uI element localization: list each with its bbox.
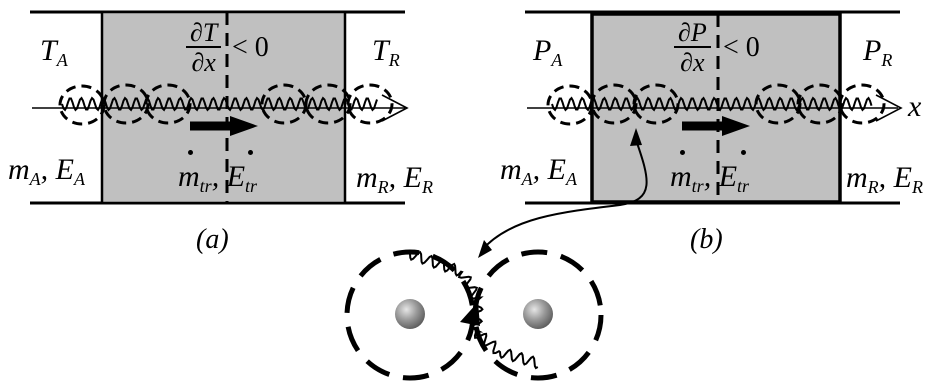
particle-right: [523, 299, 553, 329]
panel-a-gradient-rel: < 0: [232, 32, 269, 63]
panel-b-caption: (b): [690, 224, 723, 255]
panel-b-left-mass-energy: mA, EA: [500, 153, 577, 189]
wave-line: [61, 96, 378, 112]
panel-b-mass-rate-dot: [680, 150, 685, 155]
panel-a-energy-rate-dot: [248, 150, 253, 155]
zoom-connector: [481, 139, 648, 251]
collision-detail: [344, 249, 604, 381]
wave-line: [551, 96, 873, 112]
zoom-connector-arrowhead-bottom: [478, 240, 492, 258]
panel-b-axis-label: x: [908, 90, 922, 123]
panel-b: [478, 10, 903, 258]
panel-b-left-pressure: PA: [533, 34, 563, 70]
flux-arrow-head: [722, 116, 750, 136]
panel-b-right-pressure: PR: [863, 34, 893, 70]
panel-b-gradient: ∂P∂x: [674, 20, 711, 76]
panel-b-gradient-rel: < 0: [723, 32, 760, 63]
panel-a-gradient: ∂T∂x: [186, 20, 222, 76]
zoom-connector-arrowhead-top: [630, 128, 642, 146]
molecule-circles: [58, 83, 394, 126]
panel-a-right-temperature: TR: [372, 34, 400, 70]
panel-a-mass-rate-dot: [188, 150, 193, 155]
particle-left: [395, 299, 425, 329]
panel-a: [30, 10, 409, 205]
panel-a-caption: (a): [196, 224, 229, 255]
panel-a-flux-label: mtr, Etr: [178, 160, 258, 196]
panel-b-energy-rate-dot: [741, 150, 746, 155]
collision-wave: [409, 250, 539, 370]
collision-arrowhead: [460, 302, 480, 326]
panel-a-left-temperature: TA: [40, 34, 68, 70]
x-axis-arrowhead: [381, 94, 409, 122]
flux-arrow-head: [230, 116, 258, 136]
panel-b-right-mass-energy: mR, ER: [846, 161, 923, 197]
panel-a-right-mass-energy: mR, ER: [356, 161, 433, 197]
x-axis-arrowhead: [875, 94, 903, 122]
panel-a-left-mass-energy: mA, EA: [8, 153, 85, 189]
molecule-circle-right: [472, 249, 604, 381]
panel-b-flux-label: mtr, Etr: [670, 160, 750, 196]
